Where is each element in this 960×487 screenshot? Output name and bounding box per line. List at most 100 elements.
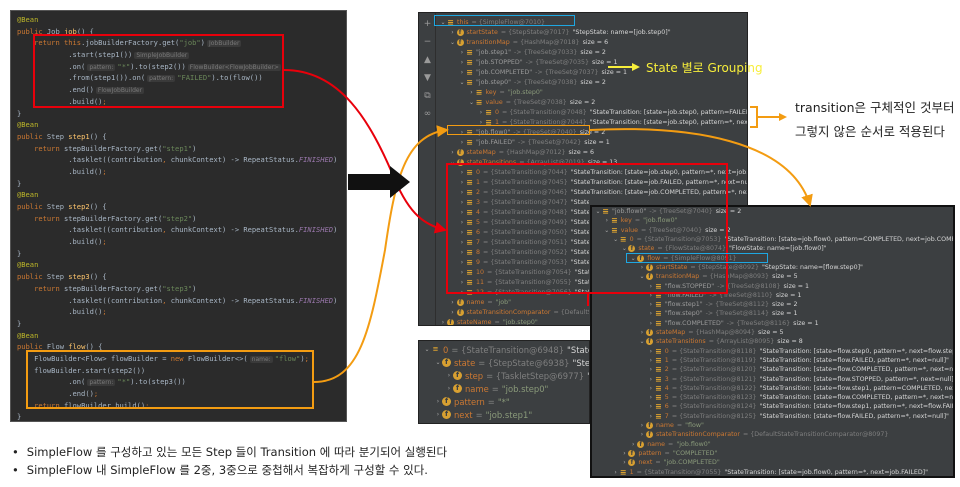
code-line[interactable]: return stepBuilderFactory.get("step3") — [17, 283, 346, 295]
chevron-right-icon[interactable]: › — [460, 208, 464, 216]
chevron-right-icon[interactable]: › — [649, 375, 652, 383]
variable-row[interactable]: ⌄≡value= {TreeSet@7040}size = 2 — [603, 226, 730, 235]
chevron-right-icon[interactable]: › — [447, 385, 451, 392]
chevron-down-icon[interactable]: ⌄ — [435, 359, 441, 366]
variable-row[interactable]: ⌄≡"job.step0"-> {TreeSet@7038}size = 2 — [458, 77, 605, 87]
chevron-right-icon[interactable]: › — [649, 301, 652, 309]
chevron-right-icon[interactable]: › — [436, 398, 440, 405]
variable-row[interactable]: ›≡6= {StateTransition@8124}"StateTransit… — [647, 402, 953, 411]
variable-row[interactable]: ⌄≡this= {SimpleFlow@7010} — [439, 17, 548, 27]
chevron-right-icon[interactable]: › — [460, 68, 464, 76]
variable-row[interactable]: ›≡11= {StateTransition@7055}"StateTransi… — [458, 277, 589, 287]
chevron-right-icon[interactable]: › — [649, 347, 652, 355]
chevron-right-icon[interactable]: › — [460, 228, 464, 236]
chevron-right-icon[interactable]: › — [447, 372, 451, 379]
variable-row[interactable]: ›≡0= {StateTransition@8118}"StateTransit… — [647, 347, 953, 356]
variable-row[interactable]: ›≡"flow.FAILED"-> {TreeSet@8110}size = 1 — [647, 291, 802, 300]
code-line[interactable]: return flowBuilder.build(); — [17, 400, 346, 412]
chevron-right-icon[interactable]: › — [640, 431, 644, 439]
code-line[interactable]: .end(); — [17, 388, 346, 400]
variable-row[interactable]: ›≡8= {StateTransition@7052}"StateTransit… — [458, 247, 589, 257]
code-line[interactable]: public Step step3() { — [17, 271, 346, 283]
chevron-down-icon[interactable]: ⌄ — [459, 78, 465, 86]
variable-row[interactable]: ⌄≡0= {StateTransition@7053}"StateTransit… — [612, 235, 953, 244]
code-line[interactable]: .build(); — [17, 166, 346, 178]
variable-row[interactable]: ›≡"flow.COMPLETED"-> {TreeSet@8116}size … — [647, 319, 819, 328]
code-line[interactable]: } — [17, 248, 346, 260]
variable-row[interactable]: ⌄≡0= {StateTransition@6948}"StateTrans — [423, 343, 589, 356]
code-line[interactable]: .tasklet((contribution, chunkContext) ->… — [17, 154, 346, 166]
chevron-right-icon[interactable]: › — [460, 278, 464, 286]
chevron-down-icon[interactable]: ⌄ — [424, 346, 430, 353]
variable-row[interactable]: ›≡1= {StateTransition@7044}"StateTransit… — [477, 117, 747, 127]
variable-row[interactable]: ›≡7= {StateTransition@8125}"StateTransit… — [647, 412, 949, 421]
code-line[interactable]: .build(); — [17, 236, 346, 248]
code-line[interactable]: @Bean — [17, 14, 346, 26]
chevron-right-icon[interactable]: › — [460, 268, 464, 276]
chevron-down-icon[interactable]: ⌄ — [621, 245, 627, 253]
glasses-icon[interactable]: ∞ — [423, 109, 432, 119]
chevron-right-icon[interactable]: › — [649, 291, 652, 299]
chevron-right-icon[interactable]: › — [649, 319, 652, 327]
debugger-flow-panel[interactable]: ⌄≡"job.flow0"-> {TreeSet@7040}size = 2›≡… — [590, 205, 955, 478]
variable-row[interactable]: ›≡1= {StateTransition@7045}"StateTransit… — [458, 177, 747, 187]
variable-row[interactable]: ›≡1= {StateTransition@8119}"StateTransit… — [647, 356, 949, 365]
variable-row[interactable]: ›≡5= {StateTransition@7049}"StateTransit… — [458, 217, 589, 227]
code-line[interactable]: @Bean — [17, 119, 346, 131]
code-line[interactable]: .on(pattern:"*").to(step3()) — [17, 376, 346, 388]
chevron-down-icon[interactable]: ⌄ — [604, 226, 610, 234]
variable-row[interactable]: ›≡0= {StateTransition@7048}"StateTransit… — [477, 107, 747, 117]
variable-row[interactable]: ⌄≡"job.flow0"-> {TreeSet@7040}size = 2 — [594, 207, 741, 216]
down-icon[interactable]: ▼ — [424, 73, 431, 83]
variable-row[interactable]: ›≡key="job.step0" — [468, 87, 543, 97]
variable-row[interactable]: ›≡"job.FAILED"-> {TreeSet@7042}size = 1 — [458, 137, 610, 147]
chevron-right-icon[interactable]: › — [649, 310, 652, 318]
variable-row[interactable]: ›≡10= {StateTransition@7054}"StateTransi… — [458, 267, 589, 277]
remove-icon[interactable]: − — [423, 37, 432, 47]
add-icon[interactable]: + — [423, 19, 432, 29]
chevron-right-icon[interactable]: › — [649, 412, 652, 420]
chevron-right-icon[interactable]: › — [460, 248, 464, 256]
chevron-right-icon[interactable]: › — [460, 238, 464, 246]
code-line[interactable]: @Bean — [17, 259, 346, 271]
variable-row[interactable]: ›≡key="job.flow0" — [603, 216, 678, 225]
chevron-down-icon[interactable]: ⌄ — [639, 273, 645, 281]
variable-row[interactable]: ›≡4= {StateTransition@7048}"StateTransit… — [458, 207, 589, 217]
chevron-right-icon[interactable]: › — [451, 148, 454, 156]
chevron-down-icon[interactable]: ⌄ — [630, 254, 636, 262]
variable-row[interactable]: ›≡1= {StateTransition@7055}"StateTransit… — [612, 467, 928, 476]
chevron-right-icon[interactable]: › — [460, 58, 464, 66]
chevron-right-icon[interactable]: › — [451, 308, 454, 316]
code-line[interactable]: @Bean — [17, 189, 346, 201]
chevron-right-icon[interactable]: › — [640, 263, 644, 271]
chevron-right-icon[interactable]: › — [460, 138, 464, 146]
code-line[interactable]: public Step step2() { — [17, 201, 346, 213]
code-line[interactable]: .from(step1()).on(pattern:"FAILED").to(f… — [17, 72, 346, 84]
chevron-right-icon[interactable]: › — [460, 178, 464, 186]
chevron-down-icon[interactable]: ⌄ — [639, 338, 645, 346]
variable-row[interactable]: ›≡"flow.step1"-> {TreeSet@8112}size = 2 — [647, 300, 798, 309]
up-icon[interactable]: ▲ — [424, 55, 431, 65]
chevron-right-icon[interactable]: › — [623, 459, 626, 467]
chevron-right-icon[interactable]: › — [451, 298, 454, 306]
code-line[interactable]: public Flow flow() { — [17, 341, 346, 353]
code-line[interactable]: public Job job() { — [17, 26, 346, 38]
chevron-down-icon[interactable]: ⌄ — [468, 98, 475, 106]
chevron-right-icon[interactable]: › — [631, 440, 635, 448]
chevron-right-icon[interactable]: › — [460, 168, 464, 176]
chevron-right-icon[interactable]: › — [649, 403, 652, 411]
code-line[interactable]: } — [17, 178, 346, 190]
